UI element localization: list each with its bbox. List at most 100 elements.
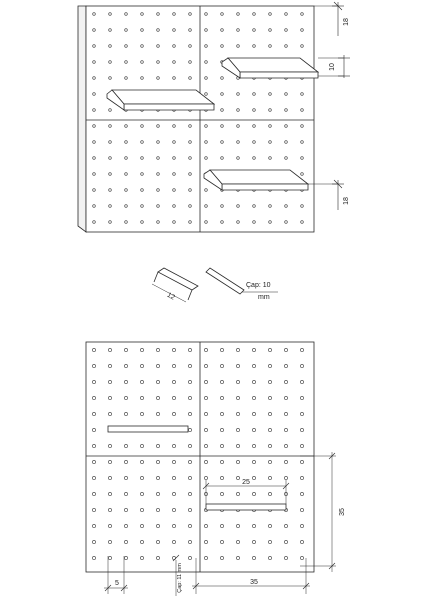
peg-hole (284, 156, 288, 160)
peg-hole (140, 460, 144, 464)
peg-hole (204, 556, 208, 560)
peg-hole (268, 12, 272, 16)
peg-hole (300, 140, 304, 144)
peg-hole (172, 524, 176, 528)
peg-hole (124, 460, 128, 464)
peg-hole (156, 508, 160, 512)
peg-hole (188, 444, 192, 448)
peg-hole (140, 188, 144, 192)
peg-hole (156, 12, 160, 16)
peg-hole (140, 156, 144, 160)
peg-hole (108, 156, 112, 160)
peg-hole (92, 124, 96, 128)
peg-hole (284, 44, 288, 48)
dim-label-vertical: 35 (339, 508, 346, 516)
peg-hole (124, 60, 128, 64)
peg-hole (284, 412, 288, 416)
peg-hole (268, 220, 272, 224)
peg-hole (268, 28, 272, 32)
peg-hole (124, 524, 128, 528)
peg-hole (92, 204, 96, 208)
hole-diameter-label: Çap: 11 mm (177, 563, 183, 593)
peg-hole (236, 220, 240, 224)
peg-hole (236, 476, 240, 480)
peg-hole (204, 540, 208, 544)
peg-hole (236, 540, 240, 544)
peg-hole (252, 156, 256, 160)
peg-hole (268, 380, 272, 384)
peg-hole (188, 124, 192, 128)
dim-tick (172, 554, 180, 562)
peg-hole (268, 540, 272, 544)
peg-hole (252, 444, 256, 448)
dim-tick (328, 562, 336, 570)
shelf-side-face (106, 89, 125, 111)
peg-hole (220, 92, 224, 96)
peg-hole (236, 44, 240, 48)
front-shelf-left (107, 425, 189, 433)
peg-hole (172, 508, 176, 512)
peg-hole (300, 476, 304, 480)
peg-hole (236, 140, 240, 144)
peg-hole (300, 380, 304, 384)
peg-hole (156, 460, 160, 464)
peg-hole (172, 172, 176, 176)
peg-hole (140, 28, 144, 32)
peg-hole (124, 140, 128, 144)
peg-hole (300, 124, 304, 128)
peg-hole (204, 412, 208, 416)
peg-hole (300, 172, 304, 176)
peg-hole (108, 476, 112, 480)
peg-hole (284, 444, 288, 448)
peg-hole (92, 364, 96, 368)
peg-hole (108, 460, 112, 464)
peg-hole (284, 380, 288, 384)
peg-hole (204, 156, 208, 160)
peg-hole (92, 172, 96, 176)
peg-rod (205, 267, 278, 295)
peg-hole (108, 492, 112, 496)
peg-hole (268, 124, 272, 128)
peg-hole (92, 156, 96, 160)
peg-hole (156, 204, 160, 208)
peg-hole (268, 204, 272, 208)
peg-hole (252, 412, 256, 416)
peg-hole (188, 556, 192, 560)
peg-hole (252, 364, 256, 368)
peg-hole (236, 108, 240, 112)
peg-hole (220, 524, 224, 528)
peg-hole (300, 444, 304, 448)
peg-hole (92, 556, 96, 560)
peg-hole (236, 364, 240, 368)
peg-hole (172, 444, 176, 448)
peg-hole (204, 348, 208, 352)
peg-hole (252, 92, 256, 96)
peg-hole (268, 460, 272, 464)
bracket-body (157, 267, 199, 291)
peg-hole (236, 124, 240, 128)
peg-hole (188, 524, 192, 528)
peg-hole (300, 44, 304, 48)
peg-hole (156, 124, 160, 128)
peg-hole (204, 124, 208, 128)
peg-hole (204, 188, 208, 192)
peg-hole (300, 108, 304, 112)
peg-hole (300, 348, 304, 352)
shelf-bracket (151, 267, 199, 303)
perspective-view (77, 1, 350, 233)
peg-hole (252, 556, 256, 560)
peg-hole (188, 28, 192, 32)
peg-hole (92, 28, 96, 32)
peg-hole (236, 28, 240, 32)
peg-hole (172, 140, 176, 144)
peg-hole (140, 412, 144, 416)
peg-hole (124, 556, 128, 560)
dim-label-hole-spacing: 5 (115, 580, 119, 587)
peg-hole (204, 396, 208, 400)
peg-hole (172, 44, 176, 48)
peg-body (205, 267, 245, 295)
peg-hole (124, 540, 128, 544)
peg-hole (124, 220, 128, 224)
peg-hole (156, 444, 160, 448)
